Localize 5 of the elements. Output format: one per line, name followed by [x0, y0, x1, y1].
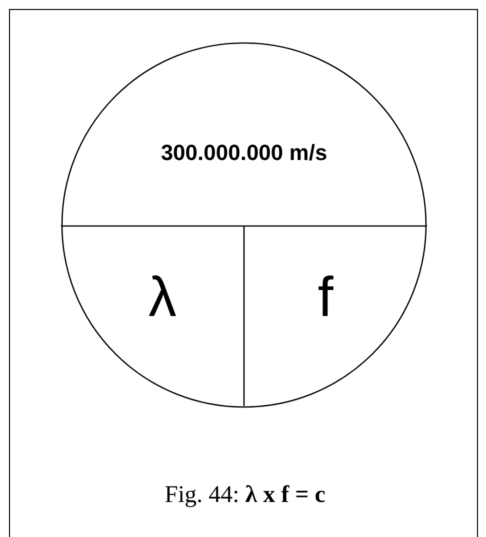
symbol-label: λ — [81, 242, 244, 352]
divided-circle — [61, 42, 427, 408]
speed-label: 300.000.000 m/s — [160, 140, 328, 166]
figure-caption: Fig. 44: λ x f = c — [164, 482, 326, 509]
symbol-label: f — [244, 242, 407, 352]
